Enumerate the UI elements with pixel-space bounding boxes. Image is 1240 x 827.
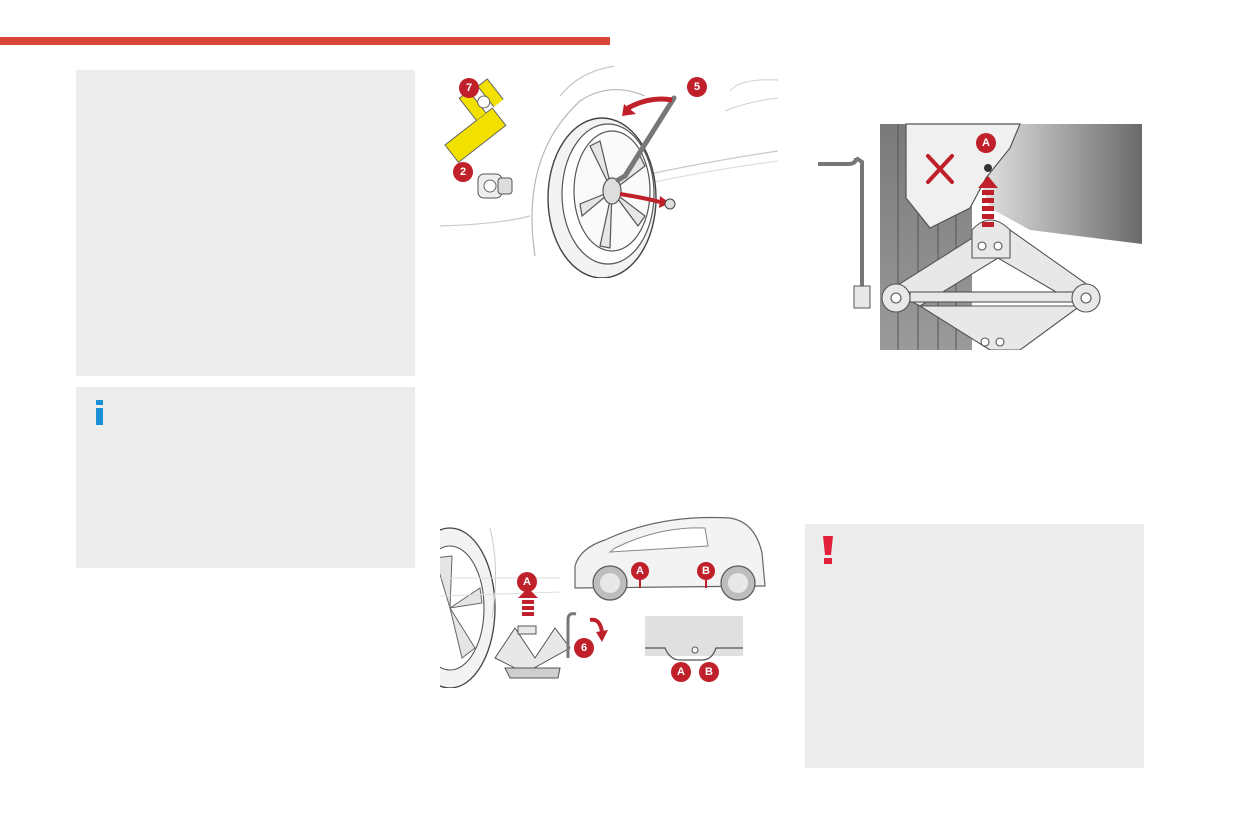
info-panel: [76, 387, 415, 568]
badge-jack-a: A: [517, 572, 537, 592]
badge-7: 7: [459, 78, 479, 98]
jack-under-car-illustration: A: [810, 118, 1142, 350]
svg-text:A: A: [677, 666, 685, 678]
exclamation-icon: [821, 536, 835, 564]
badge-2: 2: [453, 162, 473, 182]
svg-text:A: A: [982, 137, 990, 149]
svg-text:B: B: [702, 565, 710, 577]
svg-text:A: A: [523, 576, 531, 588]
wheel-removal-illustration: 7 2 5: [440, 66, 778, 278]
badge-jack-point-a: A: [976, 133, 996, 153]
text-panel: [76, 70, 415, 376]
badge-car-b: B: [697, 562, 715, 588]
warning-panel: [805, 524, 1144, 768]
badge-inset-a: A: [671, 662, 691, 682]
badge-5: 5: [687, 77, 707, 97]
svg-text:5: 5: [694, 81, 700, 93]
svg-text:6: 6: [581, 642, 587, 654]
svg-text:B: B: [705, 666, 713, 678]
header-accent-bar: [0, 37, 610, 45]
badge-inset-b: B: [699, 662, 719, 682]
svg-text:7: 7: [466, 82, 472, 94]
svg-text:A: A: [636, 565, 644, 577]
badge-6: 6: [574, 638, 594, 658]
svg-text:2: 2: [460, 166, 466, 178]
jack-positioning-illustration: A A B 6 A B: [440, 508, 778, 688]
badge-car-a: A: [631, 562, 649, 588]
info-icon: [93, 400, 107, 426]
